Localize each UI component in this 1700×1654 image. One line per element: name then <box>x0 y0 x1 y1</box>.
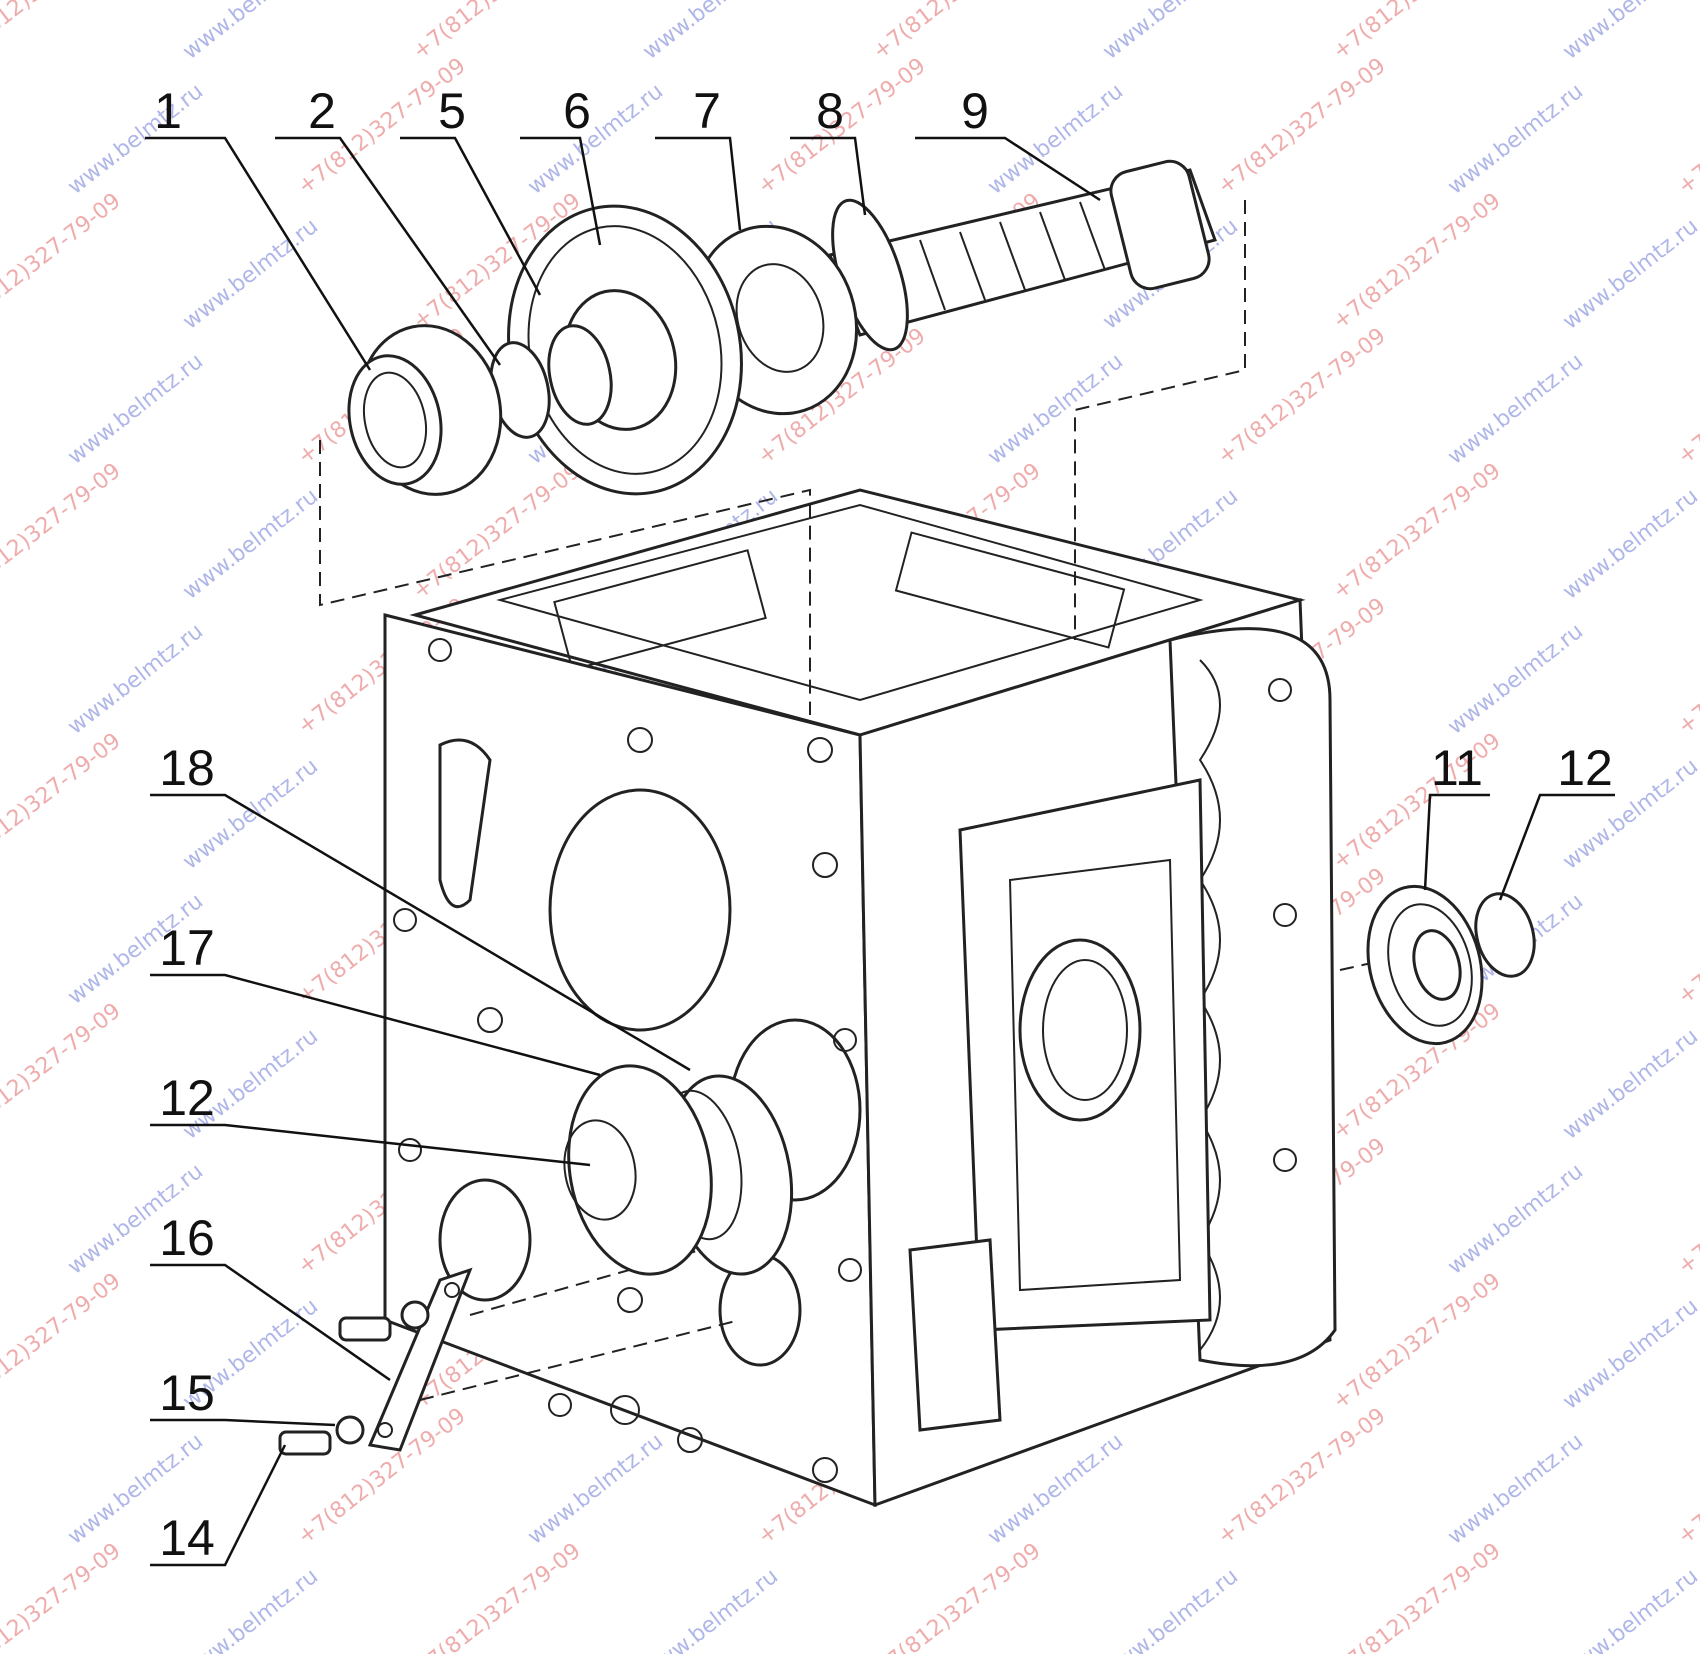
watermark-text: +7(812)327-79-09 <box>1213 1404 1390 1550</box>
watermark-text: +7(812)327-79-09 <box>1328 189 1505 335</box>
bracket-assembly <box>278 1267 473 1456</box>
watermark-text: +7(812)327-79-09 <box>1213 324 1390 470</box>
callout-12-right: 12 <box>1557 740 1613 796</box>
watermark-text: +7(812)327-79-09 <box>1673 594 1700 740</box>
watermark-text: +7(812)327-79-09 <box>1213 54 1390 200</box>
watermark-text: www.belmtz.ru <box>63 79 208 200</box>
watermark-text: +7(812)327-79-09 <box>408 0 585 65</box>
watermark-text: +7(812)327-79-09 <box>1328 459 1505 605</box>
bearing-assembly <box>1366 884 1536 1046</box>
watermark-text: +7(812)327-79-09 <box>868 0 1045 65</box>
assembly-line-lower <box>419 1319 741 1401</box>
watermark-text: +7(812)327-79-09 <box>1328 1539 1505 1654</box>
watermark-text: www.belmtz.ru <box>523 1429 668 1550</box>
watermark-text: www.belmtz.ru <box>983 349 1128 470</box>
shaft-assembly <box>347 159 1217 496</box>
front-cover-assembly <box>563 1064 794 1276</box>
watermark-text: +7(812)327-79-09 <box>408 1539 585 1654</box>
watermark-text: www.belmtz.ru <box>1443 79 1588 200</box>
watermark-text: +7(812)327-79-09 <box>1673 54 1700 200</box>
callout-14: 14 <box>159 1510 215 1566</box>
watermark-text: www.belmtz.ru <box>178 1564 323 1654</box>
watermark-text: +7(812)327-79-09 <box>1328 0 1505 65</box>
watermark-text: www.belmtz.ru <box>1443 349 1588 470</box>
watermark-text: www.belmtz.ru <box>63 619 208 740</box>
callout-labels: 1 2 5 6 7 8 9 11 12 18 17 12 16 15 14 <box>154 83 1613 1566</box>
watermark-text: www.belmtz.ru <box>178 214 323 335</box>
watermark-text: +7(812)327-79-09 <box>1673 324 1700 470</box>
watermark-text: www.belmtz.ru <box>1558 1024 1700 1145</box>
watermark-text: www.belmtz.ru <box>178 484 323 605</box>
watermark-text: www.belmtz.ru <box>1558 1294 1700 1415</box>
leader-lines <box>145 136 1615 1567</box>
assembly-line-left <box>319 440 811 715</box>
watermark-text: www.belmtz.ru <box>1558 484 1700 605</box>
watermark-text: www.belmtz.ru <box>63 349 208 470</box>
watermark-text: www.belmtz.ru <box>178 0 323 65</box>
watermark-text: www.belmtz.ru <box>638 1564 783 1654</box>
callout-1: 1 <box>154 83 182 139</box>
callout-7: 7 <box>693 83 721 139</box>
watermark-text: +7(812)327-79-09 <box>1673 1404 1700 1550</box>
watermark-text: www.belmtz.ru <box>1098 1564 1243 1654</box>
callout-11: 11 <box>1431 740 1483 796</box>
gearbox-housing <box>383 488 1337 1508</box>
callout-2: 2 <box>308 83 336 139</box>
watermark-text: www.belmtz.ru <box>1443 619 1588 740</box>
callout-5: 5 <box>438 83 466 139</box>
watermark-text: www.belmtz.ru <box>638 0 783 65</box>
callout-18: 18 <box>159 740 215 796</box>
callout-6: 6 <box>563 83 591 139</box>
watermark-text: www.belmtz.ru <box>1558 0 1700 65</box>
watermark-text: +7(812)327-79-09 <box>0 0 126 65</box>
watermark-text: +7(812)327-79-09 <box>1328 1269 1505 1415</box>
callout-17: 17 <box>159 920 215 976</box>
watermark-text: +7(812)327-79-09 <box>868 1539 1045 1654</box>
watermark-text: www.belmtz.ru <box>1558 214 1700 335</box>
watermark-text: +7(812)327-79-09 <box>1673 864 1700 1010</box>
watermark-text: +7(812)327-79-09 <box>0 999 126 1145</box>
watermark-text: +7(812)327-79-09 <box>0 459 126 605</box>
watermark-text: www.belmtz.ru <box>1443 1429 1588 1550</box>
watermark-text: +7(812)327-79-09 <box>1673 1134 1700 1280</box>
watermark-text: www.belmtz.ru <box>1558 1564 1700 1654</box>
watermark-text: +7(812)327-79-09 <box>0 189 126 335</box>
callout-15: 15 <box>159 1365 215 1421</box>
callout-16: 16 <box>159 1210 215 1266</box>
watermark-text: +7(812)327-79-09 <box>0 1539 126 1654</box>
watermark-text: +7(812)327-79-09 <box>0 729 126 875</box>
watermark-text: +7(812)327-79-09 <box>0 1269 126 1415</box>
callout-8: 8 <box>816 83 844 139</box>
callout-12-left: 12 <box>159 1070 215 1126</box>
callout-9: 9 <box>961 83 989 139</box>
watermark-text: www.belmtz.ru <box>1443 1159 1588 1280</box>
watermark-text: www.belmtz.ru <box>1098 0 1243 65</box>
watermark-text: www.belmtz.ru <box>523 79 668 200</box>
